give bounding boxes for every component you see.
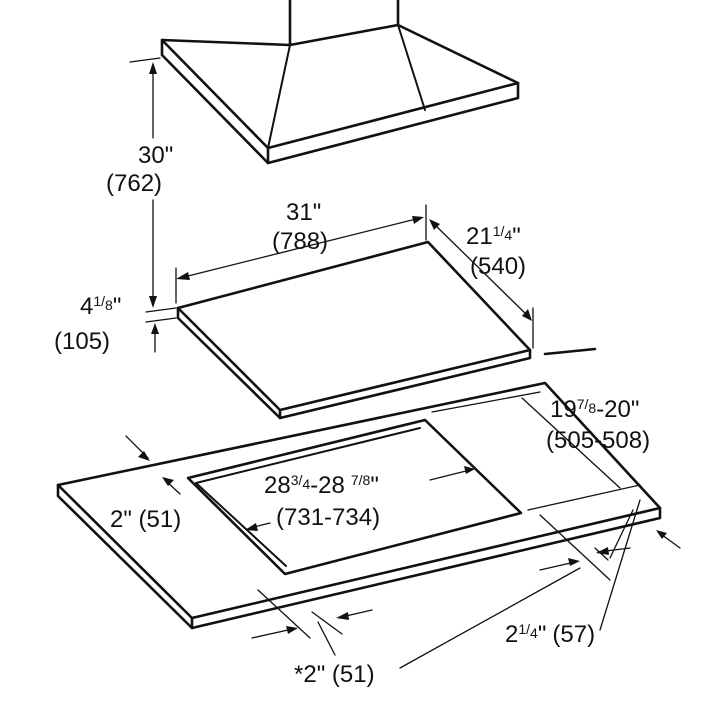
arrow-upleft-icon (656, 530, 667, 539)
thickness-frac-bottom: 8 (105, 297, 113, 313)
front-clearance-whole: 2 (505, 621, 518, 648)
cutout-depth-extensions (431, 391, 641, 511)
thickness-extensions (145, 307, 177, 323)
hood-height-dimension: 30" (762) (106, 57, 173, 308)
cooktop-thickness-mm: (105) (54, 328, 110, 355)
cutout-depth-whole: 19 (550, 396, 577, 423)
cooktop (176, 240, 532, 420)
frac-slash: / (299, 472, 303, 488)
arrow-down-icon (149, 296, 157, 308)
back-clearance-dimension: 2" (51) (110, 435, 181, 533)
arrow-right-icon (568, 558, 580, 566)
arrow-right-icon (286, 626, 298, 634)
frac-slash: / (585, 396, 589, 412)
arrow-left-icon (596, 547, 609, 555)
cutout-width-frac-top: 3 (291, 472, 299, 488)
cooktop-depth-mm: (540) (470, 253, 526, 280)
cooktop-width-inch: 31" (286, 199, 321, 226)
side-clearance-leaders (317, 567, 581, 669)
wall-line (543, 347, 597, 356)
front-clearance-frac-top: 1 (518, 621, 526, 637)
arrow-left-icon (176, 272, 190, 280)
front-clearance-leader (599, 499, 641, 631)
arrow-right-icon (412, 216, 424, 224)
frac-slash: / (526, 621, 530, 637)
thickness-frac-top: 1 (93, 293, 101, 309)
front-clearance-dimension: 21/4"(57) (505, 499, 681, 648)
front-clearance-lines (597, 531, 681, 553)
cutout-inner-edge (195, 427, 421, 567)
cooktop-depth-frac-top: 1 (493, 223, 501, 239)
arrow-left-icon (245, 523, 258, 531)
cutout-width-frac-bottom: 4 (302, 476, 310, 492)
cooktop-depth-line (431, 221, 531, 319)
cutout-width-dimension: 283/4-28 7/8" (731-734) (245, 466, 475, 531)
countertop (56, 381, 662, 630)
hood-canopy-top (160, 23, 520, 85)
side-clearance-lines (251, 609, 373, 639)
range-hood (160, 0, 520, 165)
front-clearance-label: 21/4"(57) (505, 621, 595, 648)
arrow-upleft-icon (162, 477, 174, 486)
countertop-cutout (186, 418, 523, 576)
cooktop-width-line (179, 217, 421, 279)
side-clearance-dimension: *2" (51) (251, 558, 581, 688)
arrow-upleft-icon (429, 219, 440, 230)
arrow-up-icon (149, 62, 157, 74)
front-clearance-mm: (57) (552, 621, 595, 648)
cooktop-thickness-inch: 41/8" (80, 293, 121, 320)
front-clearance-extensions (539, 514, 611, 581)
cooktop-thickness-dimension: 41/8" (105) (54, 293, 177, 355)
cutout-depth-dimension: 197/8-20" (505-508) (431, 391, 650, 511)
arrow-up-icon (151, 323, 159, 334)
cutout-depth-mm: (505-508) (546, 427, 650, 454)
frac-slash: / (101, 293, 105, 309)
back-clearance-label: 2" (51) (110, 506, 181, 533)
cutout-depth-frac-top: 7 (577, 396, 585, 412)
hood-extension-line (129, 57, 161, 63)
side-clearance-extensions (257, 589, 343, 639)
cutout-width-whole: 28 (264, 472, 291, 499)
arrow-right-icon (464, 466, 475, 474)
cooktop-depth-dimension: 211/4" (540) (429, 219, 534, 349)
cutout-width-unit: " (370, 472, 379, 499)
cooktop-width-mm: (788) (272, 228, 328, 255)
cutout-depth-range-end: -20" (596, 396, 639, 423)
cooktop-depth-frac-bottom: 4 (504, 227, 512, 243)
cooktop-depth-inch: 211/4" (466, 223, 521, 250)
thickness-unit: " (113, 293, 122, 320)
hood-canopy-ridges (267, 24, 426, 149)
cutout-width-fraction2: 7/8 (351, 472, 371, 488)
cooktop-depth-unit: " (512, 223, 521, 250)
cutout-width-range-end: -28 (310, 472, 345, 499)
side-clearance-right-line (539, 561, 576, 571)
front-clearance-frac-bottom: 4 (530, 625, 538, 641)
cutout-width-mm: (731-734) (276, 504, 380, 531)
hood-height-mm: (762) (106, 170, 162, 197)
thickness-whole: 4 (80, 293, 93, 320)
cutout-depth-line (521, 397, 621, 489)
cutout-depth-inch: 197/8-20" (550, 396, 639, 423)
side-clearance-label: *2" (51) (294, 661, 375, 688)
cooktop-width-extensions (175, 204, 427, 304)
arrow-downright-icon (138, 451, 150, 461)
hood-height-inch: 30" (138, 142, 173, 169)
cutout-width-inch: 283/4-28 7/8" (264, 472, 379, 499)
arrow-left-icon (336, 612, 349, 620)
cutout-depth-frac-bottom: 8 (588, 400, 596, 416)
arrow-downright-icon (522, 309, 532, 321)
hood-chimney (288, 0, 400, 47)
cooktop-depth-whole: 21 (466, 223, 493, 250)
frac-slash: / (501, 223, 505, 239)
cooktop-width-dimension: 31" (788) (175, 199, 427, 304)
front-clearance-unit: " (538, 621, 547, 648)
